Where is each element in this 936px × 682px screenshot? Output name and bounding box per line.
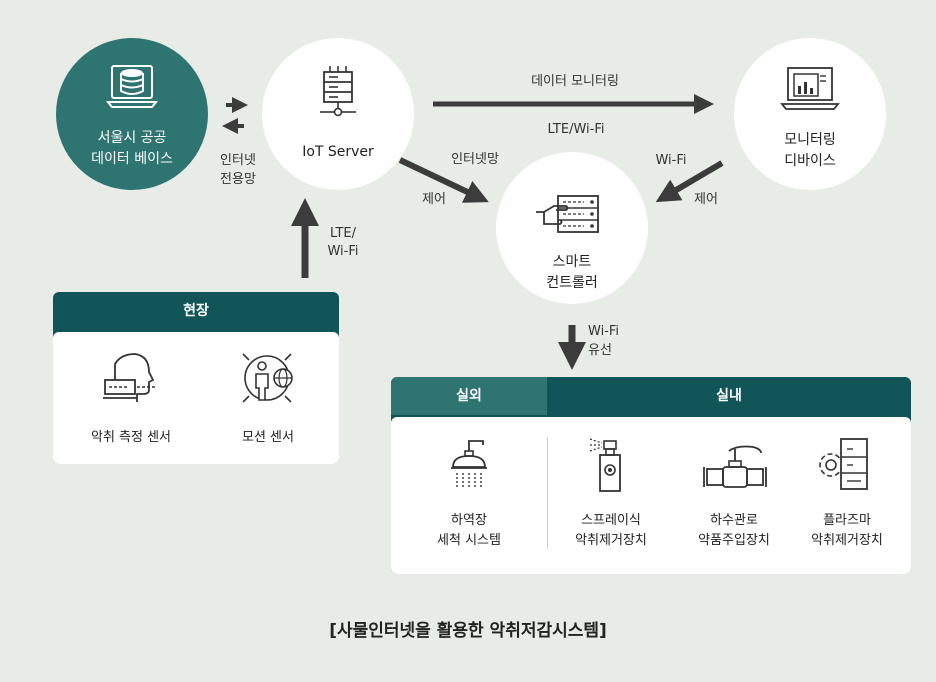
server-icon — [320, 66, 356, 117]
outdoor-title: 실외 — [391, 377, 547, 415]
odor-sensor-label: 악취 측정 센서 — [90, 430, 172, 445]
internet-network-label: 인터넷망 — [451, 152, 499, 167]
lte-label-1: LTE/ — [330, 226, 356, 241]
internet-dedicated-label-2: 전용망 — [220, 172, 256, 187]
seoul-database-node: 서울시 공공 데이터 베이스 — [56, 38, 208, 190]
control-left-label: 제어 — [422, 192, 446, 207]
devices-panel-body: 하역장 세척 시스템 스프레이식 악취제거장치 하수관로 약품주입장치 플라즈마… — [391, 417, 911, 574]
monitoring-device-label-2: 디바이스 — [784, 153, 836, 169]
seoul-database-label-2: 데이터 베이스 — [91, 151, 173, 167]
sewer-dosing-label-1: 하수관로 — [710, 513, 758, 528]
wifi-wired-label-1: Wi-Fi — [588, 324, 620, 339]
iot-server-label: IoT Server — [302, 144, 374, 160]
motion-sensor-icon — [242, 353, 293, 403]
seoul-database-label-1: 서울시 공공 — [97, 130, 167, 146]
arrow-monitoring-to-controller — [655, 160, 724, 203]
odor-sensor-icon — [103, 353, 155, 402]
smart-controller-label-1: 스마트 — [552, 254, 592, 270]
shower-icon — [451, 440, 487, 489]
monitoring-device-node: 모니터링 디바이스 — [734, 38, 886, 190]
internet-dedicated-label-1: 인터넷 — [220, 153, 256, 168]
data-monitoring-label: 데이터 모니터링 — [531, 74, 619, 89]
field-panel: 현장 악취 측정 센서 모션 센서 — [53, 292, 339, 464]
plasma-remover-label-2: 악취제거장치 — [811, 533, 883, 548]
pipe-valve-icon — [703, 445, 767, 488]
plasma-remover-label-1: 플라즈마 — [823, 513, 871, 528]
wifi-right-label: Wi-Fi — [655, 153, 687, 168]
hand-server-icon — [536, 195, 599, 233]
spray-remover-label-2: 악취제거장치 — [575, 533, 647, 548]
control-right-label: 제어 — [694, 192, 718, 207]
plasma-device-icon — [819, 438, 868, 490]
database-laptop-icon — [106, 65, 158, 108]
wifi-wired-label-2: 유선 — [588, 343, 612, 358]
indoor-title: 실내 — [716, 388, 742, 404]
lte-wifi-label: LTE/Wi-Fi — [547, 122, 605, 137]
outdoor-indoor-divider — [547, 437, 548, 549]
motion-sensor-label: 모션 센서 — [242, 430, 294, 445]
lte-label-2: Wi-Fi — [327, 244, 359, 259]
devices-panel: 실외 실내 — [391, 377, 911, 574]
unloading-wash-label-2: 세척 시스템 — [437, 533, 501, 548]
sewer-dosing-label-2: 약품주입장치 — [698, 533, 770, 548]
spray-remover-label-1: 스프레이식 — [581, 513, 641, 528]
monitoring-laptop-icon — [780, 67, 840, 110]
spray-icon — [589, 438, 621, 492]
diagram-caption: [사물인터넷을 활용한 악취저감시스템] — [329, 621, 607, 641]
field-panel-body: 악취 측정 센서 모션 센서 — [53, 332, 339, 464]
field-panel-title: 현장 — [183, 303, 209, 319]
arrow-server-to-controller — [398, 157, 489, 203]
smart-controller-label-2: 컨트롤러 — [546, 275, 598, 291]
smart-controller-node: 스마트 컨트롤러 — [496, 152, 648, 304]
unloading-wash-label-1: 하역장 — [451, 513, 487, 528]
iot-server-node: IoT Server — [262, 38, 414, 190]
monitoring-device-label-1: 모니터링 — [784, 132, 836, 148]
